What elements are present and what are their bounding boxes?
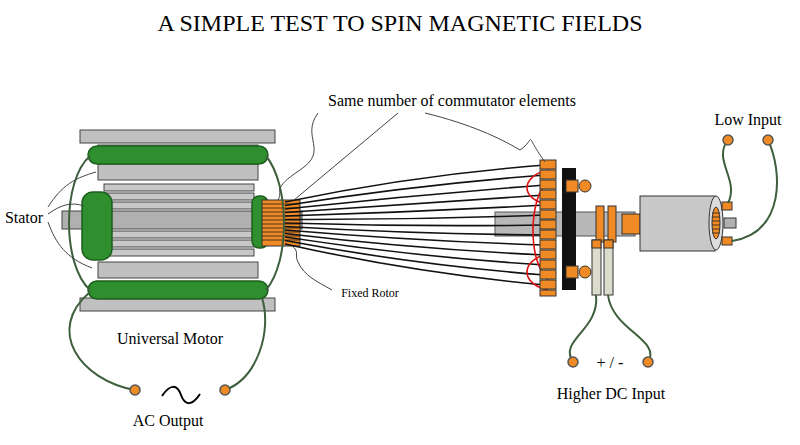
field-coil <box>88 281 268 299</box>
input-label: Low Input <box>714 110 781 129</box>
rotating-commutator <box>540 270 556 279</box>
terminal <box>130 385 140 395</box>
leader-line <box>278 113 318 200</box>
commutator-wire <box>285 205 545 216</box>
part-label: Stator <box>5 208 43 227</box>
wire <box>732 140 777 241</box>
rotor-lamination <box>104 184 254 191</box>
rotating-commutator <box>540 170 556 179</box>
rotor-lamination <box>104 249 254 256</box>
dc-motor <box>712 213 720 233</box>
wire <box>69 140 777 390</box>
rotating-commutator <box>540 240 556 249</box>
rotating-commutator <box>540 190 556 199</box>
terminal <box>763 135 773 145</box>
leader-line <box>48 204 84 214</box>
rotor-lamination <box>104 202 254 209</box>
diagram-title: A SIMPLE TEST TO SPIN MAGNETIC FIELDS <box>158 9 643 38</box>
rotor-lamination <box>104 240 254 247</box>
output-label: AC Output <box>133 411 204 430</box>
commutator-wire <box>285 195 545 213</box>
brush <box>604 240 613 248</box>
rotating-commutator <box>540 250 556 259</box>
wire <box>69 156 90 290</box>
leader-line <box>294 113 398 200</box>
rotor-lamination <box>104 231 254 238</box>
field-coil <box>88 146 268 164</box>
leader-line <box>48 172 96 207</box>
slip-ring <box>596 206 604 242</box>
brush-plate <box>579 266 591 278</box>
terminal <box>723 135 733 145</box>
commutator-wire <box>285 165 545 285</box>
commutator-wire <box>285 223 545 226</box>
commutator-wire <box>285 241 545 276</box>
rotating-commutator <box>540 290 556 296</box>
wire <box>570 295 597 362</box>
slip-ring <box>596 206 640 242</box>
rotating-commutator <box>540 180 556 189</box>
slip-ring <box>608 206 616 242</box>
dc-motor <box>709 196 723 250</box>
wire <box>723 140 731 203</box>
leader-line <box>425 113 545 162</box>
stator-lamination <box>98 164 258 180</box>
brush <box>592 240 601 248</box>
wire <box>266 156 284 290</box>
slip-ring <box>622 214 640 234</box>
rotating-commutator <box>540 260 556 269</box>
terminal <box>220 385 230 395</box>
rotor-lamination <box>104 193 254 200</box>
brush <box>592 240 613 295</box>
wire <box>608 295 650 362</box>
rotating-commutator <box>540 160 556 169</box>
rotating-commutator <box>540 160 556 296</box>
part-label: Fixed Rotor <box>341 286 399 300</box>
ac-symbol <box>162 387 200 403</box>
leader-line <box>48 222 92 268</box>
brush-plate <box>566 180 578 192</box>
rotor-lamination <box>104 184 254 256</box>
dc-motor <box>640 196 736 251</box>
brush <box>604 240 613 295</box>
field-coil <box>82 192 112 260</box>
rotating-commutator <box>540 210 556 219</box>
part-label: Universal Motor <box>117 329 223 348</box>
rotating-commutator <box>540 220 556 229</box>
callout-label: Same number of commutator elements <box>328 91 576 110</box>
stator-lamination <box>80 130 275 143</box>
rotating-commutator <box>540 200 556 209</box>
input-label: Higher DC Input <box>557 384 665 403</box>
stator-lamination <box>98 262 258 278</box>
stator-lamination <box>80 298 275 311</box>
field-coil <box>82 146 268 299</box>
dc-motor <box>722 237 732 245</box>
commutator-wire <box>285 244 545 285</box>
commutator-wire <box>285 215 545 220</box>
wire <box>225 298 265 390</box>
polarity-label: + / - <box>597 353 624 372</box>
rotating-commutator <box>540 280 556 289</box>
terminal <box>568 357 578 367</box>
brush-plate <box>566 266 578 278</box>
terminal <box>643 357 653 367</box>
brush-plate <box>562 168 591 290</box>
brush-plate <box>579 180 591 192</box>
leader-line <box>292 246 332 290</box>
ac-symbol <box>162 387 200 403</box>
terminal <box>130 135 773 395</box>
rotating-commutator <box>540 230 556 239</box>
dc-motor <box>712 207 720 239</box>
dc-motor <box>640 196 715 251</box>
dc-motor <box>722 202 732 210</box>
commutator-wire <box>285 175 545 206</box>
dc-motor <box>724 218 736 228</box>
leader-line <box>48 113 545 290</box>
brush <box>592 240 601 295</box>
